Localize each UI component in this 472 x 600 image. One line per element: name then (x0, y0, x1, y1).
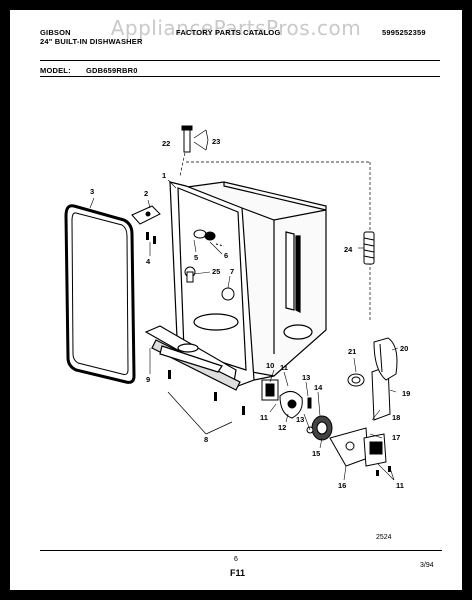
door-gasket (64, 204, 136, 384)
callout-2: 2 (144, 189, 148, 198)
callout-12: 12 (278, 423, 286, 432)
callout-11-right: 11 (396, 481, 404, 490)
callout-18: 18 (392, 413, 400, 422)
watermark: AppliancePartsPros.com (110, 16, 362, 40)
screw-set-right (376, 466, 391, 476)
header-rule (40, 60, 440, 61)
callout-4: 4 (146, 257, 151, 266)
callout-17: 17 (392, 433, 400, 442)
callout-20: 20 (400, 344, 408, 353)
model-rule (40, 76, 440, 77)
callout-15: 15 (312, 449, 320, 458)
revision-date: 3/94 (420, 562, 434, 569)
base-frame (144, 325, 241, 391)
parts-diagram-page: AppliancePartsPros.com GIBSON 24" BUILT-… (10, 10, 462, 590)
model-number: GDB659RBR0 (86, 66, 138, 75)
callout-6: 6 (224, 251, 228, 260)
catalog-title: FACTORY PARTS CATALOG (176, 28, 281, 37)
callout-9: 9 (146, 375, 150, 384)
interior-fittings (184, 229, 235, 301)
callout-3: 3 (90, 187, 94, 196)
callout-25: 25 (212, 267, 220, 276)
drain-hose-fitting (181, 125, 193, 153)
callout-19: 19 (402, 389, 410, 398)
screw-set-left (146, 232, 156, 244)
callout-22: 22 (162, 139, 170, 148)
figure-code: 2524 (376, 534, 392, 541)
callout-13-lower: 13 (296, 415, 304, 424)
callout-8: 8 (204, 435, 208, 444)
hinge-bracket (131, 205, 161, 225)
pump-motor-assembly (261, 379, 333, 441)
footer-rule (40, 550, 442, 551)
callout-7: 7 (230, 267, 234, 276)
callout-11-left: 11 (260, 413, 268, 422)
callout-13-upper: 13 (302, 373, 310, 382)
callout-16: 16 (338, 481, 346, 490)
callout-5: 5 (194, 253, 198, 262)
section-code: F11 (230, 568, 246, 578)
product-subtitle: 24" BUILT-IN DISHWASHER (40, 37, 143, 46)
control-components (329, 337, 398, 467)
brand: GIBSON (40, 28, 71, 37)
page-number: 6 (234, 556, 238, 563)
callout-23: 23 (212, 137, 220, 146)
callout-11-upper: 11 (280, 363, 288, 372)
model-label: MODEL: (40, 66, 71, 75)
screw-set-bottom (168, 370, 245, 415)
exploded-view-diagram: 1 2 3 4 5 6 7 8 9 10 11 11 11 12 13 13 1… (64, 125, 410, 490)
callout-21: 21 (348, 347, 356, 356)
spring-part (363, 231, 375, 265)
callout-1: 1 (162, 171, 166, 180)
document-number: 5995252359 (382, 28, 426, 37)
callout-14: 14 (314, 383, 323, 392)
callout-24: 24 (344, 245, 353, 254)
callout-10: 10 (266, 361, 274, 370)
